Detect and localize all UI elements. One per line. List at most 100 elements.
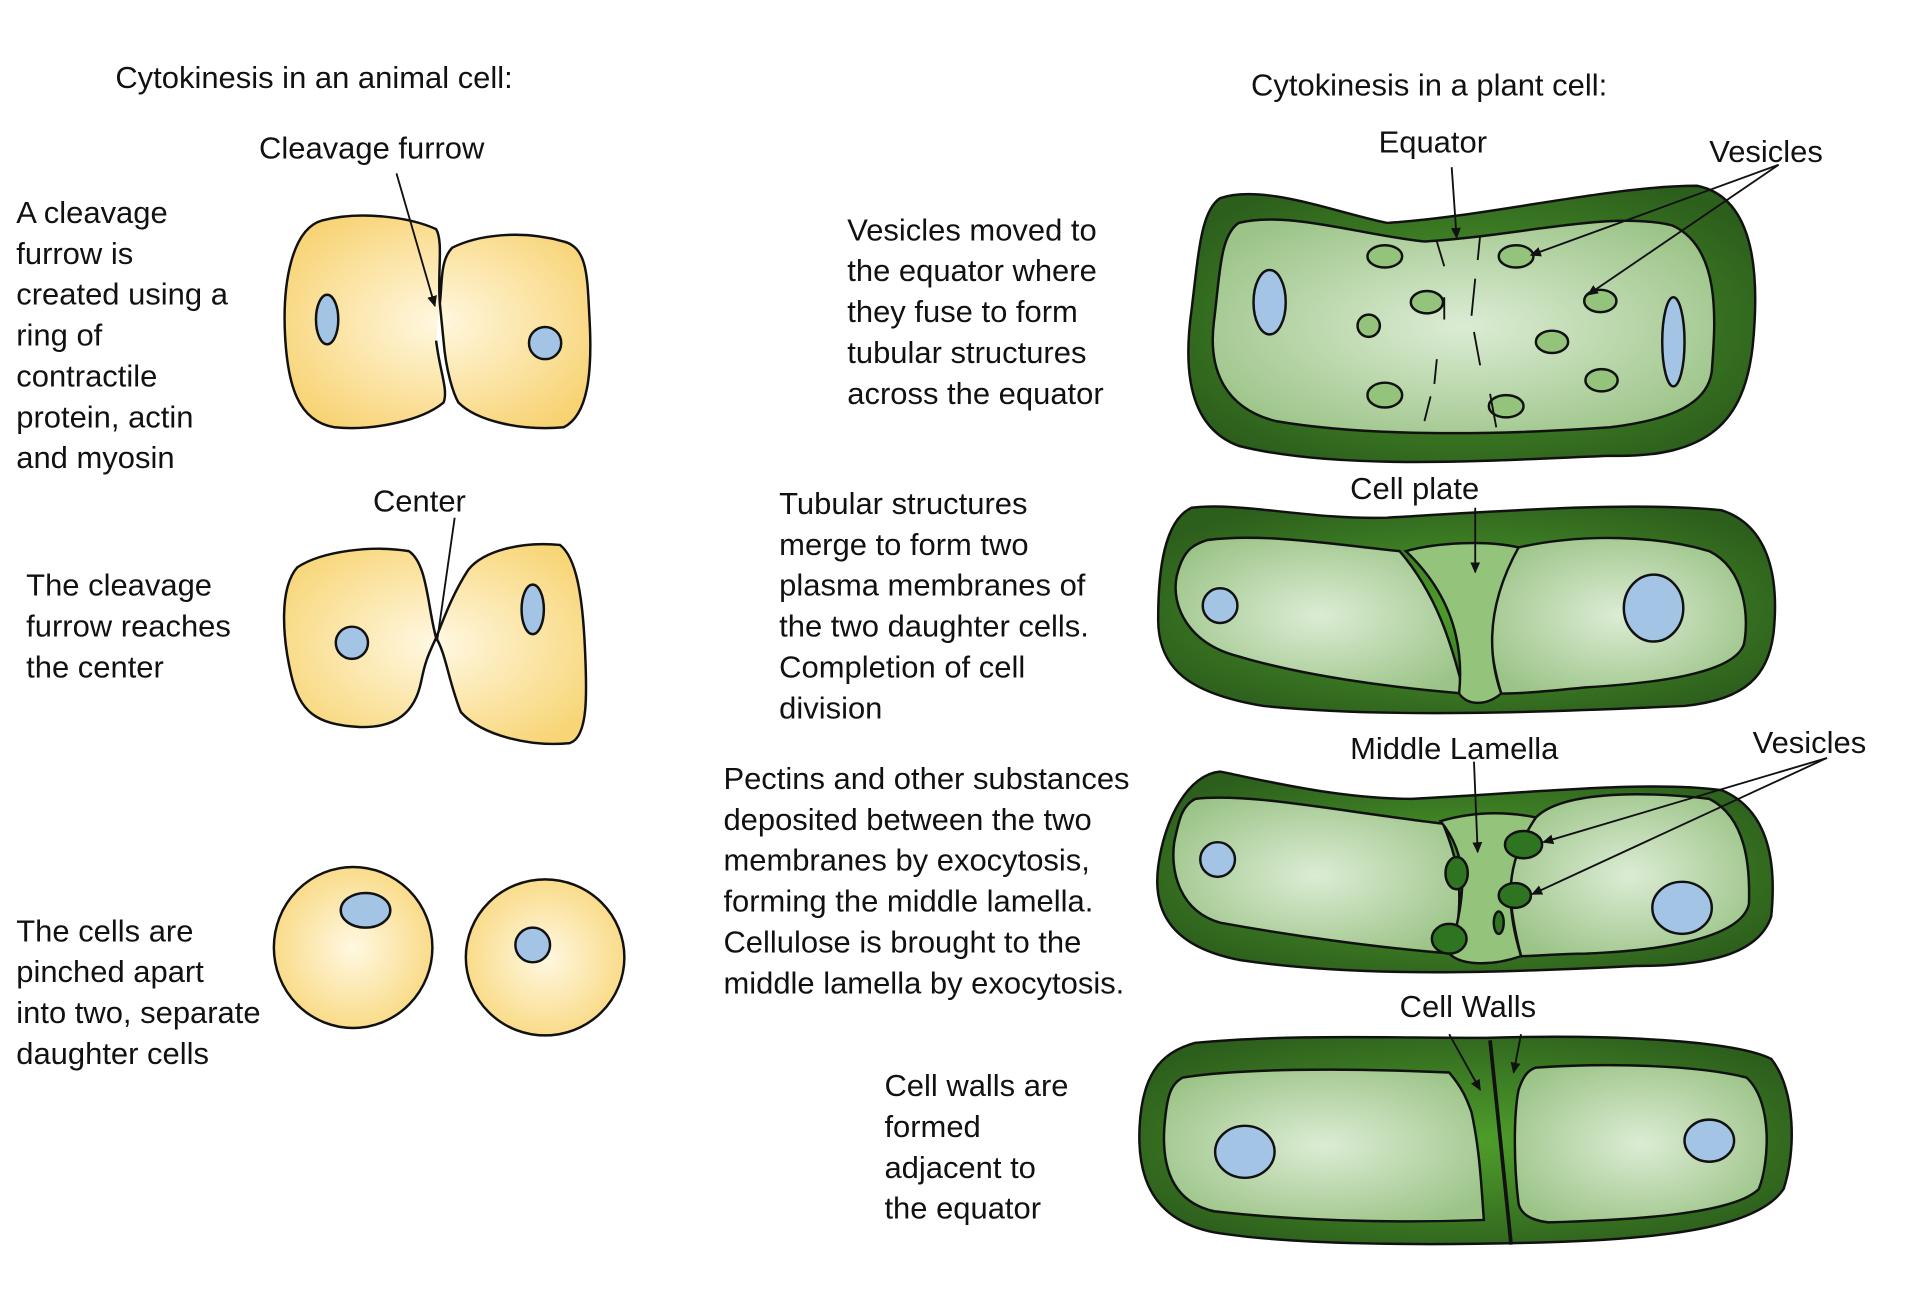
vesicle — [1497, 881, 1533, 910]
right-daughter-cytoplasm — [1509, 793, 1751, 958]
animal-cell-center — [282, 542, 588, 746]
vesicle — [1584, 367, 1619, 393]
text-line: furrow is — [16, 236, 133, 271]
animal-stage-1: Cleavage furrow A cleavage furrow is cre… — [16, 131, 592, 475]
text-line: The cells are — [16, 913, 193, 948]
text-line: pinched apart — [16, 954, 204, 989]
cell-plate — [1403, 541, 1521, 705]
animal-stage-2: Center The cleavage furrow reaches the c… — [26, 484, 588, 746]
left-daughter-cytoplasm — [1174, 536, 1466, 695]
vesicle — [1430, 922, 1468, 955]
text-line: the two daughter cells. — [779, 609, 1089, 644]
text-line: deposited between the two — [723, 802, 1091, 837]
text-line: furrow reaches — [26, 609, 231, 644]
arrow — [395, 173, 437, 308]
animal-cell-dividing — [283, 214, 592, 430]
equator-dashes — [1423, 235, 1498, 428]
text-line: plasma membranes of — [779, 568, 1086, 603]
animal-stage3-text: The cells are pinched apart into two, se… — [16, 913, 260, 1071]
nucleus — [1660, 296, 1686, 388]
plant-stage2-text: Tubular structures merge to form two pla… — [779, 486, 1089, 725]
arrow — [1510, 1033, 1522, 1074]
arrow — [1450, 167, 1461, 240]
nucleus — [334, 625, 370, 661]
text-line: Tubular structures — [779, 486, 1027, 521]
vesicle — [1492, 910, 1505, 936]
left-daughter-cytoplasm — [1162, 1068, 1486, 1223]
arrow — [1531, 757, 1828, 896]
arrow — [436, 517, 456, 640]
vesicle — [1444, 855, 1470, 891]
text-line: created using a — [16, 277, 228, 312]
animal-title: Cytokinesis in an animal cell: — [115, 60, 512, 95]
plant-stage-1: Equator Vesicles Vesicles moved to the e… — [847, 124, 1823, 464]
middle-lamella-label: Middle Lamella — [1350, 731, 1559, 766]
animal-stage1-text: A cleavage furrow is created using a rin… — [16, 195, 228, 475]
text-line: daughter cells — [16, 1036, 209, 1071]
vesicle — [1366, 243, 1404, 269]
plant-stage-3: Middle Lamella Vesicles Pectins and othe… — [723, 725, 1866, 1000]
text-line: Pectins and other substances — [723, 761, 1129, 796]
text-line: merge to form two — [779, 527, 1028, 562]
nucleus — [339, 891, 392, 929]
vesicle — [1503, 829, 1544, 860]
text-line: Completion of cell — [779, 649, 1025, 684]
animal-stage2-text: The cleavage furrow reaches the center — [26, 568, 231, 685]
text-line: the equator — [884, 1191, 1041, 1226]
vesicles — [1430, 829, 1544, 955]
text-line: middle lamella by exocytosis. — [723, 965, 1124, 1000]
vesicles-label: Vesicles — [1709, 134, 1823, 169]
text-line: division — [779, 690, 882, 725]
arrow — [1529, 163, 1779, 257]
right-daughter-cytoplasm — [1513, 1063, 1768, 1224]
cell-walls-label: Cell Walls — [1400, 989, 1536, 1024]
nucleus — [520, 583, 546, 636]
text-line: The cleavage — [26, 568, 212, 603]
text-line: Cellulose is brought to the — [723, 924, 1081, 959]
text-line: contractile — [16, 358, 157, 393]
text-line: the center — [26, 649, 164, 684]
nucleus — [1683, 1118, 1736, 1163]
right-daughter-cytoplasm — [1489, 536, 1748, 695]
text-line: formed — [884, 1109, 980, 1144]
plant-stage4-text: Cell walls are formed adjacent to the eq… — [884, 1068, 1068, 1226]
nucleus — [514, 926, 552, 964]
vesicles — [1356, 243, 1619, 419]
text-line: membranes by exocytosis, — [723, 843, 1089, 878]
daughter-cell — [272, 865, 434, 1030]
text-line: and myosin — [16, 440, 174, 475]
arrow — [1586, 163, 1780, 296]
text-line: Cell walls are — [884, 1068, 1068, 1103]
cell-wall-line — [1488, 1040, 1513, 1245]
nucleus — [1252, 268, 1287, 336]
arrow — [1448, 1033, 1481, 1091]
text-line: the equator where — [847, 253, 1097, 288]
vesicle — [1356, 313, 1382, 339]
text-line: ring of — [16, 318, 102, 353]
nucleus — [1213, 1124, 1276, 1180]
vesicle — [1409, 289, 1445, 315]
arrow — [1542, 757, 1828, 845]
cell-plate-label: Cell plate — [1350, 471, 1479, 506]
vesicle — [1497, 243, 1535, 269]
plant-stage-2: Cell plate Tubular structures merge to f… — [779, 471, 1777, 725]
vesicle — [1534, 329, 1570, 355]
equator-label: Equator — [1379, 124, 1487, 159]
vesicles-label: Vesicles — [1753, 725, 1867, 760]
plant-stage-4: Cell Walls Cell walls are formed adjacen… — [884, 989, 1793, 1246]
vesicle — [1487, 393, 1525, 419]
text-line: across the equator — [847, 376, 1103, 411]
plant-cytoplasm — [1211, 218, 1716, 435]
plant-stage3-text: Pectins and other substances deposited b… — [723, 761, 1129, 1000]
plant-title: Cytokinesis in a plant cell: — [1251, 67, 1607, 102]
nucleus — [1201, 587, 1239, 625]
plant-stage1-text: Vesicles moved to the equator where they… — [847, 212, 1103, 410]
nucleus — [1199, 840, 1237, 879]
text-line: tubular structures — [847, 335, 1086, 370]
text-line: Vesicles moved to — [847, 212, 1096, 247]
nucleus — [527, 325, 563, 361]
nucleus — [1622, 573, 1685, 643]
text-line: they fuse to form — [847, 294, 1078, 329]
nucleus — [314, 293, 340, 346]
